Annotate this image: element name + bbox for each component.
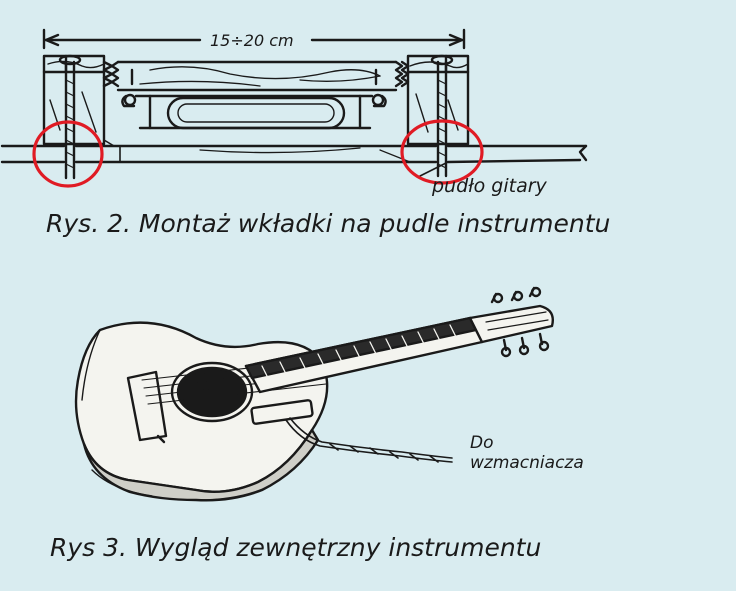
pickup-on-body xyxy=(250,399,314,425)
right-screw-highlight xyxy=(400,119,484,185)
amplifier-cable xyxy=(285,417,453,463)
pickup-insert xyxy=(121,93,387,130)
amplifier-label-line1: Do xyxy=(470,433,494,453)
guitar-top-plate xyxy=(0,139,588,164)
dimension-label: 15÷20 cm xyxy=(210,31,294,50)
guitar-body xyxy=(74,321,329,502)
figure1-caption: Rys. 2. Montaż wkładki na pudle instrume… xyxy=(46,209,610,238)
pickup-mounting-drawing xyxy=(0,28,588,180)
guitar-body-label: pudło gitary xyxy=(431,175,548,197)
left-screw-highlight xyxy=(32,120,104,188)
highlight-circles xyxy=(32,119,484,188)
guitar-headstock xyxy=(468,286,554,358)
dimension-line xyxy=(42,28,466,50)
guitar-drawing xyxy=(74,286,554,502)
figure2-caption: Rys 3. Wygląd zewnętrzny instrumentu xyxy=(50,533,541,562)
right-screw xyxy=(430,54,454,178)
bridge xyxy=(126,370,168,442)
wooden-bridge-bar xyxy=(102,60,410,92)
amplifier-label-line2: wzmacniacza xyxy=(470,453,584,473)
left-screw xyxy=(58,54,82,180)
